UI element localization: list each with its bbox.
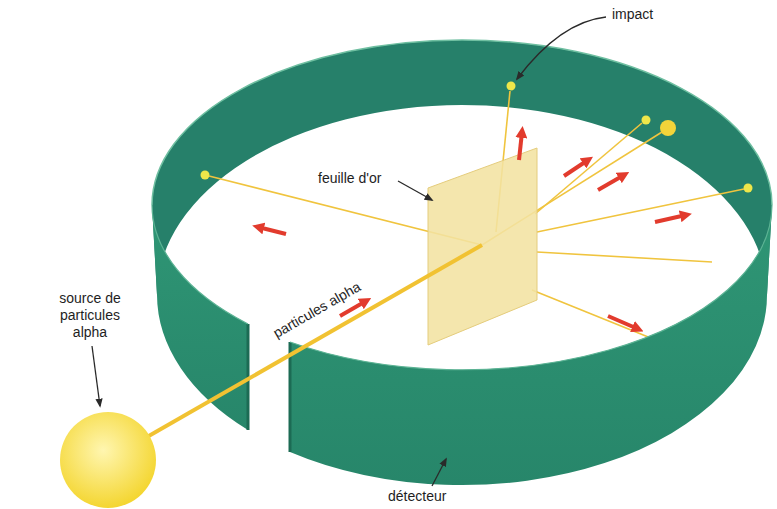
alpha-beam xyxy=(140,245,482,441)
alpha-source xyxy=(60,412,156,508)
impact-dot xyxy=(660,120,676,136)
impact-dot xyxy=(642,116,651,125)
leader-line xyxy=(517,17,606,79)
direction-arrow xyxy=(655,215,686,222)
detector-cut-edge xyxy=(289,342,292,452)
direction-arrow xyxy=(258,227,286,234)
detector-front-left xyxy=(152,205,248,430)
direction-arrow xyxy=(608,316,638,329)
direction-arrow xyxy=(598,175,624,190)
detector-rim xyxy=(152,205,772,370)
callout-label: source de particules alpha xyxy=(42,290,138,341)
direction-arrow xyxy=(519,132,522,160)
callout-label: impact xyxy=(612,6,653,23)
callout-label: détecteur xyxy=(388,488,446,505)
alpha-path xyxy=(537,252,712,262)
leader-line xyxy=(92,346,100,406)
alpha-paths xyxy=(209,91,744,345)
impact-dot xyxy=(201,171,210,180)
alpha-path xyxy=(537,189,744,232)
leader-line xyxy=(432,459,446,486)
direction-arrow xyxy=(564,160,588,176)
detector-front-right xyxy=(290,205,772,485)
impact-dot xyxy=(507,82,516,91)
impact-dot xyxy=(744,184,753,193)
alpha-path xyxy=(535,123,642,214)
leader-line xyxy=(398,181,432,200)
callout-label: feuille d'or xyxy=(318,170,381,187)
